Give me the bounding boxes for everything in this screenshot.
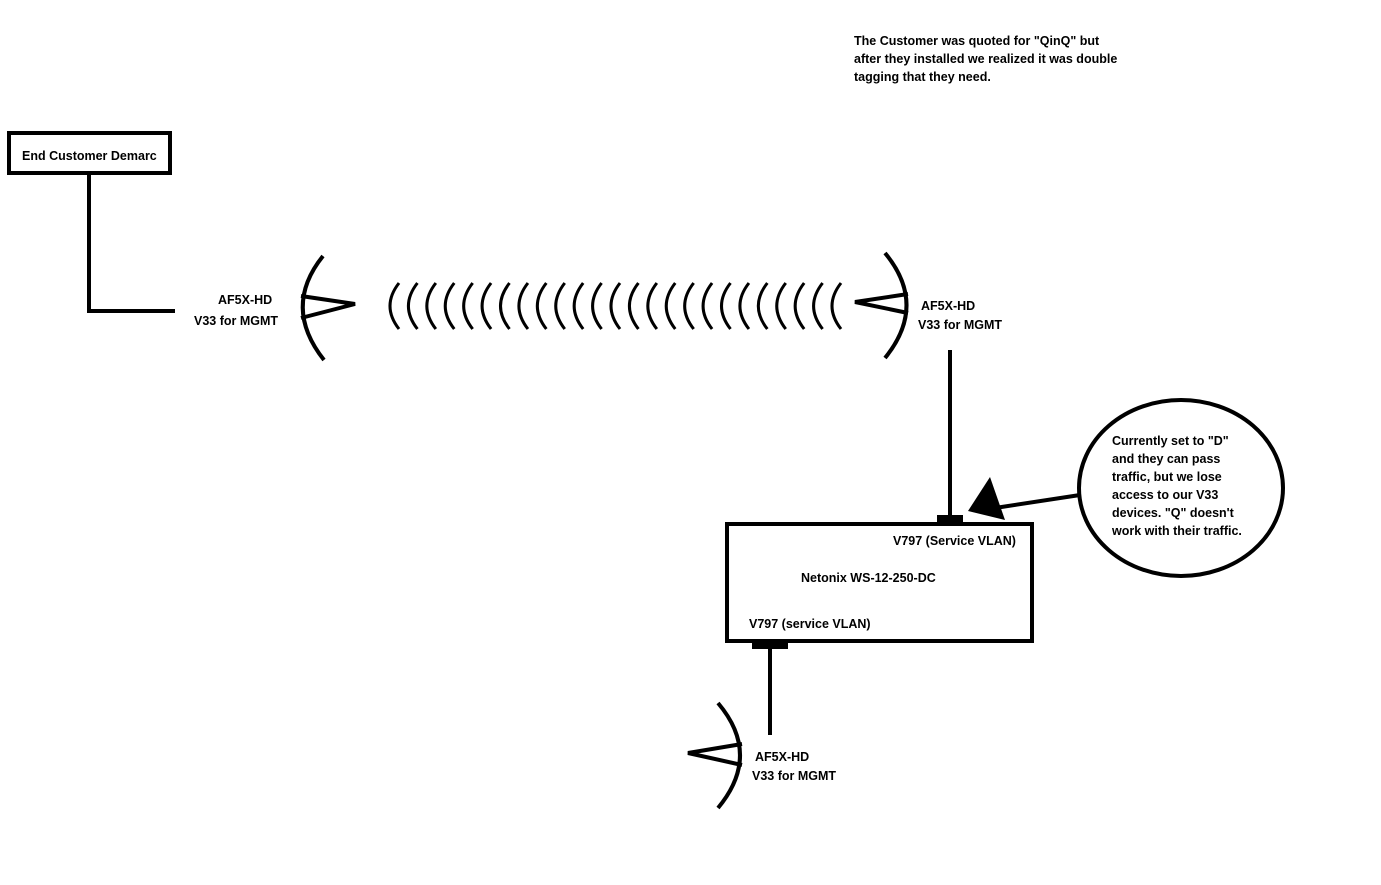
- wave-arc: [535, 282, 548, 330]
- wave-arc: [720, 282, 732, 330]
- wave-arc: [388, 282, 401, 330]
- wave-arc: [443, 282, 456, 330]
- demarc-box: End Customer Demarc: [7, 131, 172, 175]
- note-line: after they installed we realized it was …: [854, 52, 1117, 66]
- wave-arc: [793, 282, 806, 330]
- wave-arc: [517, 282, 530, 330]
- wave-arc: [462, 282, 474, 330]
- callout-line: Currently set to "D": [1112, 434, 1229, 448]
- switch-box: V797 (Service VLAN) Netonix WS-12-250-DC…: [725, 522, 1034, 643]
- switch-port-bottom-label: V797 (service VLAN): [749, 617, 871, 631]
- switch-name: Netonix WS-12-250-DC: [801, 571, 936, 585]
- wave-arc: [609, 282, 622, 330]
- wave-arc: [499, 282, 511, 330]
- wave-arc: [701, 282, 714, 330]
- callout-line: work with their traffic.: [1111, 524, 1242, 538]
- callout-line: and they can pass: [1112, 452, 1220, 466]
- wireless-link-waves: [388, 282, 843, 330]
- demarc-cable: [87, 173, 175, 313]
- callout-bubble: Currently set to "D" and they can pass t…: [1077, 398, 1285, 578]
- antenna-bottom-model: AF5X-HD: [755, 750, 809, 764]
- callout-line: devices. "Q" doesn't: [1112, 506, 1235, 520]
- antenna-left-mgmt: V33 for MGMT: [194, 314, 278, 328]
- wave-arc: [830, 282, 843, 330]
- wave-arc: [425, 282, 438, 330]
- note-line: tagging that they need.: [854, 70, 991, 84]
- wave-arc: [627, 282, 640, 330]
- wave-arc: [756, 282, 769, 330]
- callout-pointer: [968, 477, 1081, 520]
- antenna-right-model: AF5X-HD: [921, 299, 975, 313]
- wave-arc: [646, 282, 659, 330]
- callout-line: access to our V33: [1112, 488, 1218, 502]
- antenna-bottom-mgmt: V33 for MGMT: [752, 769, 836, 783]
- wave-arc: [572, 282, 585, 330]
- wave-arc: [683, 282, 695, 330]
- wave-arc: [591, 282, 603, 330]
- note-line: The Customer was quoted for "QinQ" but: [854, 34, 1100, 48]
- wave-arc: [738, 282, 751, 330]
- antenna-left-model: AF5X-HD: [218, 293, 272, 307]
- antenna-right-mgmt: V33 for MGMT: [918, 318, 1002, 332]
- wave-arc: [664, 282, 677, 330]
- wave-arc: [554, 282, 566, 330]
- top-note: The Customer was quoted for "QinQ" but a…: [854, 34, 1117, 84]
- wave-arc: [775, 282, 787, 330]
- antenna-left-icon: [300, 254, 356, 362]
- wave-arc: [812, 282, 824, 330]
- callout-line: traffic, but we lose: [1112, 470, 1222, 484]
- antenna-right-icon: [854, 251, 909, 360]
- antenna-bottom-icon: [687, 701, 743, 810]
- demarc-label: End Customer Demarc: [22, 149, 157, 163]
- uplink-port: [937, 515, 963, 523]
- switch-port-top-label: V797 (Service VLAN): [893, 534, 1016, 548]
- wave-arc: [406, 282, 419, 330]
- wave-arc: [480, 282, 493, 330]
